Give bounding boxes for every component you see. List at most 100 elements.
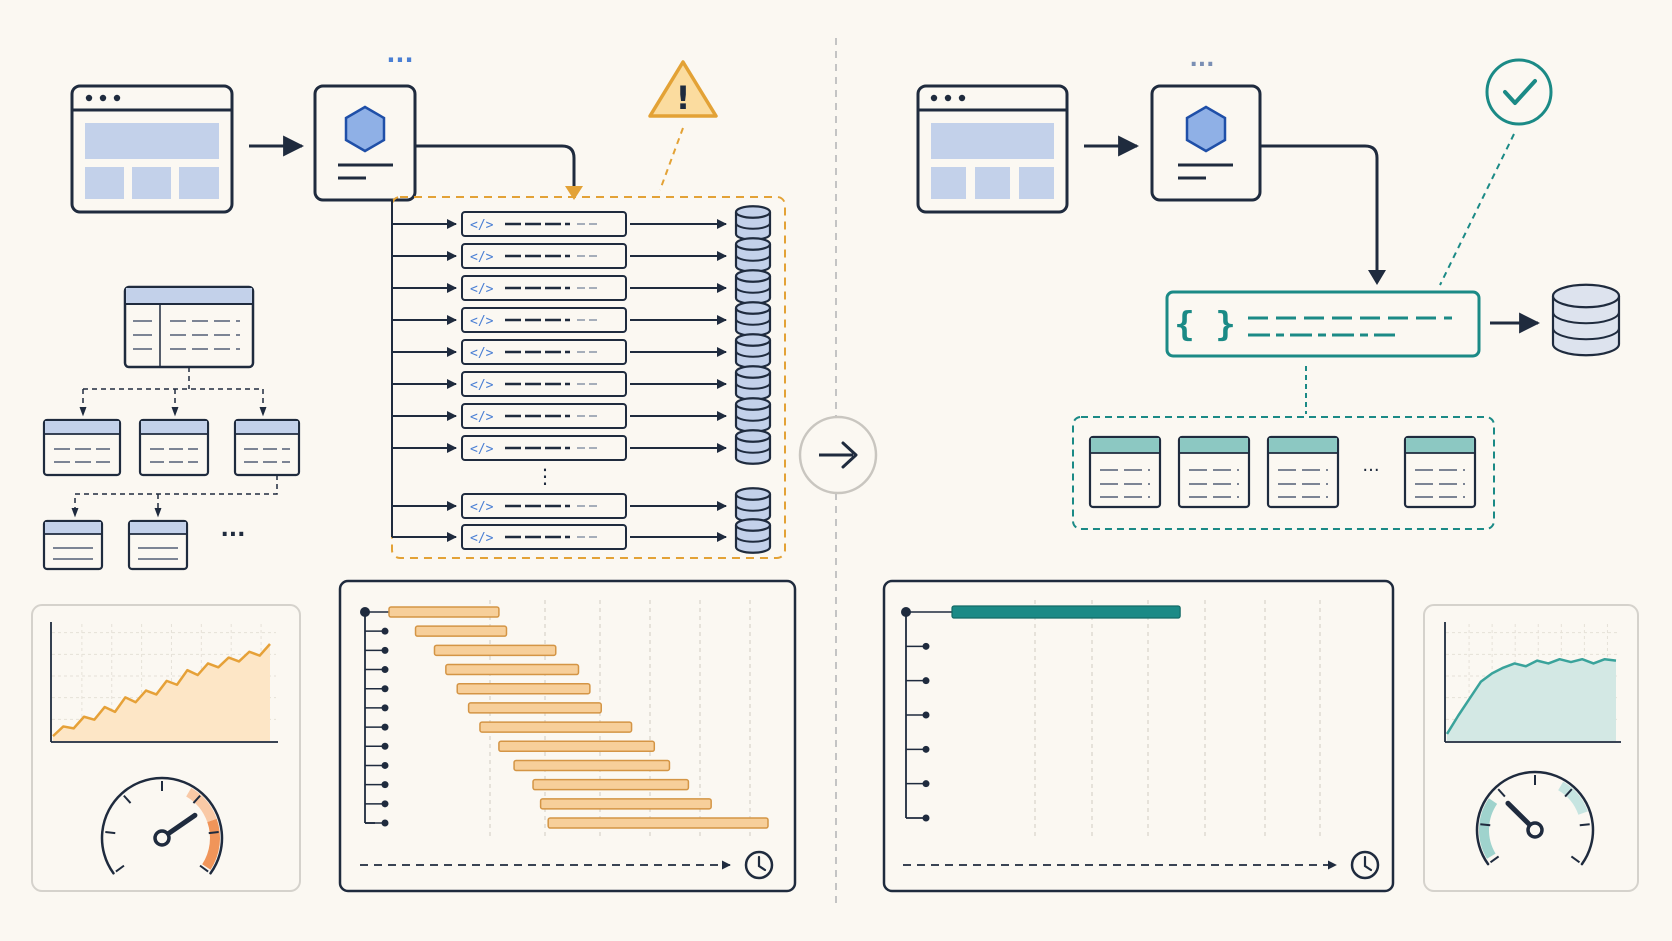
code-tag-icon: </>: [470, 378, 494, 393]
warning-triangle-icon: !: [648, 60, 718, 118]
trend-line-left: [52, 643, 271, 738]
curly-braces-icon: { }: [1174, 305, 1235, 345]
result-table: [1266, 435, 1340, 509]
gauge-band: [1479, 798, 1498, 859]
code-tag-icon: </>: [470, 442, 494, 457]
gantt-bar: [467, 702, 602, 714]
service-ellipsis-right: ...: [1189, 47, 1214, 72]
service-card-right: [1150, 84, 1262, 202]
batched-query-box: { }: [1165, 290, 1481, 358]
tree-ellipsis: ...: [220, 517, 245, 542]
query-rows: </> </> </> </> </> </> </> </> </> </>: [392, 205, 772, 554]
gantt-row-marker: [381, 781, 389, 789]
database-icon: [734, 429, 772, 465]
gantt-row-marker: [922, 814, 930, 822]
gantt-row-marker: [922, 642, 930, 650]
database-icon: [1551, 283, 1621, 357]
result-table: [1088, 435, 1162, 509]
orange-arrowhead: [565, 186, 583, 200]
gantt-row-marker: [381, 742, 389, 750]
database-icon: [734, 301, 772, 337]
gantt-row-marker: [381, 819, 389, 827]
database-icon: [734, 237, 772, 273]
service-card-left: [313, 84, 417, 202]
gantt-row-marker: [922, 745, 930, 753]
warning-mark: !: [676, 79, 691, 117]
batched-result-tables: [1088, 435, 1477, 509]
gantt-row-marker: [381, 761, 389, 769]
batched-tables-ellipsis: ···: [1362, 460, 1379, 481]
gantt-row-marker: [381, 685, 389, 693]
service-to-batch-connector: [1260, 144, 1379, 280]
query-row: </>: [392, 518, 772, 554]
query-row: </>: [392, 487, 772, 523]
database-icon: [734, 365, 772, 401]
query-row: </>: [392, 365, 772, 401]
gantt-row-marker: [381, 723, 389, 731]
gantt-bar: [456, 682, 591, 695]
code-tag-icon: </>: [470, 282, 494, 297]
query-row: </>: [392, 269, 772, 305]
gantt-right: [901, 600, 1321, 840]
code-tag-icon: </>: [470, 314, 494, 329]
gantt-bar: [433, 644, 557, 657]
gantt-row-marker: [922, 780, 930, 788]
database-icon: [734, 205, 772, 241]
trend-area-left: [53, 644, 270, 741]
gantt-row-marker: [381, 800, 389, 808]
warning-callout-line: [659, 127, 684, 191]
grandchild-table-2: [127, 519, 189, 571]
browser-window-left: [70, 84, 234, 214]
gantt-row-marker: [381, 666, 389, 674]
child-table-3: [233, 418, 301, 477]
child-table-1: [42, 418, 122, 477]
browser-window-right: [916, 84, 1069, 214]
gantt-row-marker: [381, 646, 389, 654]
gantt-bar: [951, 605, 1181, 619]
clock-icon: [744, 850, 774, 880]
timeline-panel-left: [338, 579, 797, 893]
gantt-bar: [388, 606, 500, 618]
query-row: </>: [392, 301, 772, 337]
arrow-right-circle-icon: [798, 415, 878, 495]
trend-area-right: [1447, 659, 1616, 741]
grandchild-table-1: [42, 519, 104, 571]
gantt-left: [360, 600, 769, 840]
success-callout-line: [1439, 133, 1515, 286]
timeline-panel-right: [882, 579, 1395, 893]
check-circle-icon: [1485, 58, 1553, 126]
gantt-row-marker: [922, 677, 930, 685]
query-row: </>: [392, 237, 772, 273]
hexagon-icon: [1185, 105, 1227, 153]
metrics-card-right: [1423, 604, 1639, 892]
trend-line-right: [1445, 657, 1617, 735]
query-row: </>: [392, 397, 772, 433]
database-icon: [734, 487, 772, 523]
speedometer-icon: [1475, 770, 1595, 866]
code-tag-icon: </>: [470, 500, 494, 515]
query-rows-vertical-ellipsis: ⋮: [535, 464, 555, 488]
gantt-bar: [513, 759, 671, 772]
gantt-bar: [539, 798, 712, 810]
gantt-bar: [532, 778, 690, 791]
gantt-bar: [445, 663, 580, 676]
gantt-bar: [547, 817, 769, 829]
result-table: [1177, 435, 1251, 509]
code-tag-icon: </>: [470, 346, 494, 361]
gantt-row-marker: [381, 704, 389, 712]
gauge-band: [202, 818, 220, 870]
gantt-row-marker: [381, 627, 389, 635]
database-icon: [734, 518, 772, 554]
query-row: </>: [392, 333, 772, 369]
metrics-card-left: [31, 604, 301, 892]
nested-tables-tree: ...: [42, 285, 301, 571]
root-table: [123, 285, 255, 369]
query-row: </>: [392, 205, 772, 241]
service-ellipsis-left: ...: [386, 40, 413, 68]
gantt-bar: [479, 721, 633, 733]
code-tag-icon: </>: [470, 250, 494, 265]
speedometer-icon: [100, 776, 224, 875]
gantt-bar: [498, 740, 656, 753]
database-icon: [734, 397, 772, 433]
